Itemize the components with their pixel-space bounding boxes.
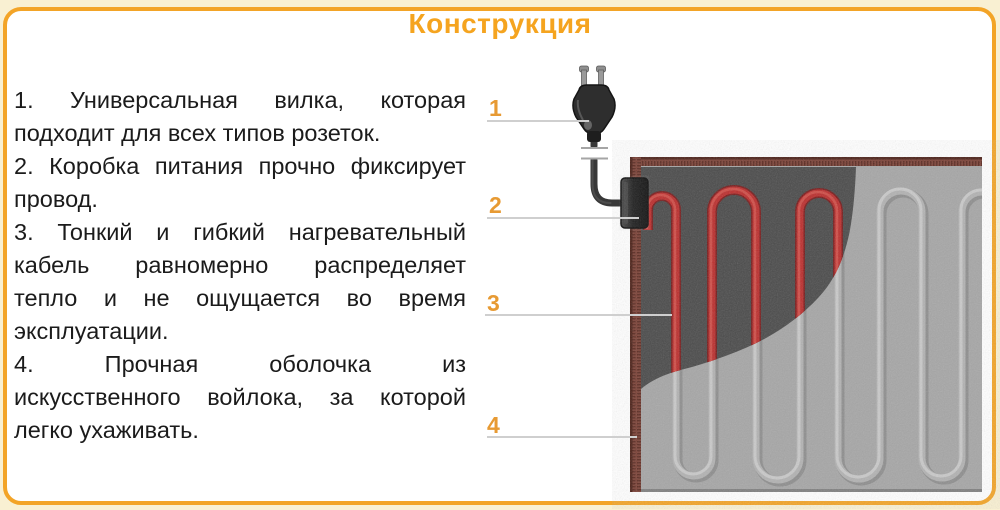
construction-illustration xyxy=(572,65,982,492)
description-line: 4. Прочная оболочка из xyxy=(14,351,466,377)
description-line: 1. Универсальная вилка, которая xyxy=(14,87,466,113)
callout-line-1 xyxy=(487,120,589,122)
description-line: подходит для всех типов розеток. xyxy=(14,120,381,146)
plug-highlight xyxy=(584,120,592,130)
power-box xyxy=(620,177,649,229)
power-plug xyxy=(572,65,616,142)
callout-line-3 xyxy=(485,314,672,316)
heating-mat xyxy=(630,157,982,492)
description: 1. Универсальная вилка, которая подходит… xyxy=(14,84,466,447)
cord-break-marks xyxy=(581,147,608,160)
description-line: кабель равномерно распределяет xyxy=(14,252,466,278)
callout-number-2: 2 xyxy=(489,192,502,218)
description-line: 2. Коробка питания прочно фиксирует xyxy=(14,153,466,179)
description-line: тепло и не ощущается во время xyxy=(14,285,466,311)
plug-prongs xyxy=(579,65,606,89)
callout-line-2 xyxy=(487,217,639,219)
description-line: искусственного войлока, за которой xyxy=(14,384,466,410)
description-line: легко ухаживать. xyxy=(14,417,199,443)
callout-number-1: 1 xyxy=(489,95,502,121)
mat-grain-texture xyxy=(630,157,982,492)
page-title: Конструкция xyxy=(408,8,592,39)
description-line: 3. Тонкий и гибкий нагревательный xyxy=(14,219,466,245)
callout-line-4 xyxy=(487,436,637,438)
callout-number-4: 4 xyxy=(487,412,500,438)
plug-neck xyxy=(587,131,601,142)
callout-number-3: 3 xyxy=(487,290,500,316)
description-line: провод. xyxy=(14,186,98,212)
description-line: эксплуатации. xyxy=(14,318,169,344)
